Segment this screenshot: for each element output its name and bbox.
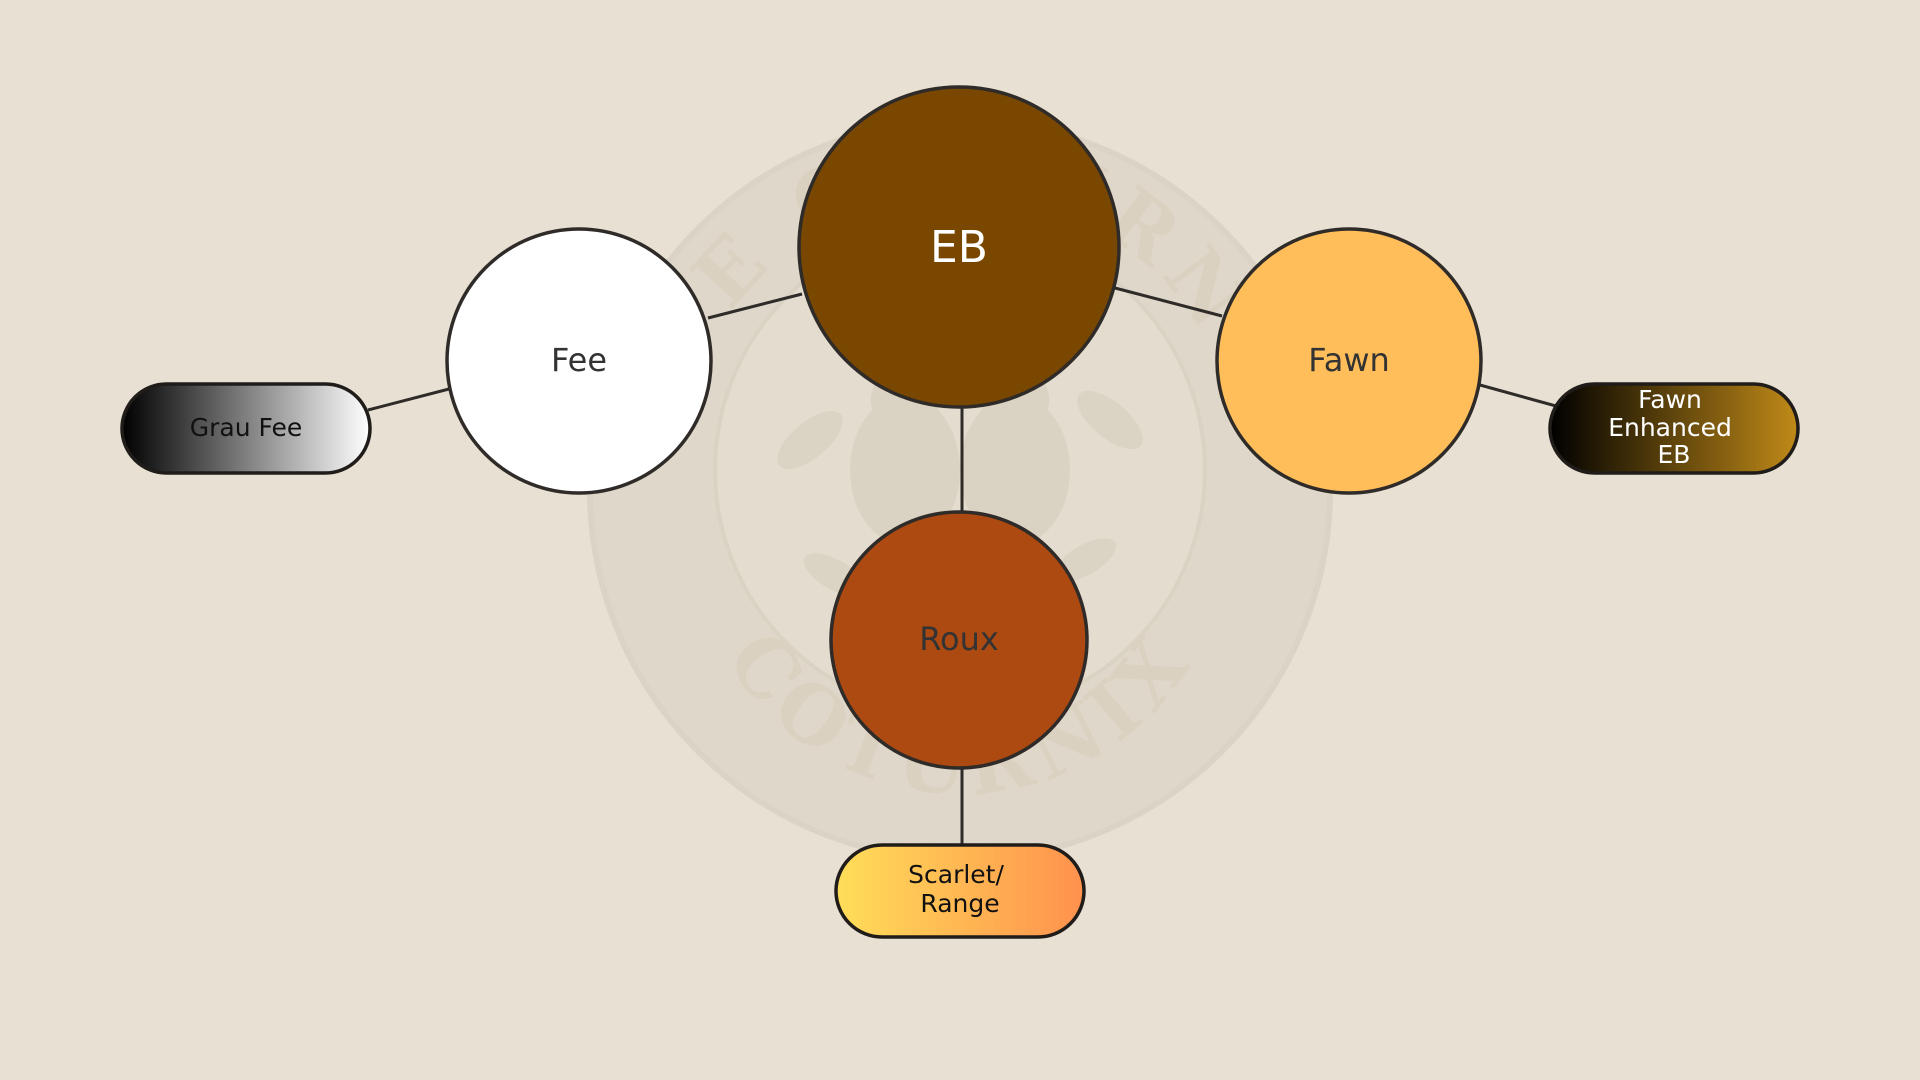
node-fee-label: Fee bbox=[551, 341, 607, 379]
pill-fawn-enhanced-eb: Fawn Enhanced EB bbox=[1550, 384, 1798, 473]
pill-grau-fee-line-1: Grau Fee bbox=[190, 413, 303, 442]
pill-grau-fee: Grau Fee bbox=[122, 384, 370, 473]
node-eb-label: EB bbox=[930, 222, 988, 273]
pill-fawn-enhanced-eb-line-1: Fawn bbox=[1638, 385, 1702, 414]
pill-fawn-enhanced-eb-line-2: Enhanced bbox=[1608, 413, 1732, 442]
node-roux: Roux bbox=[831, 512, 1087, 768]
node-eb: EB bbox=[799, 87, 1119, 407]
node-roux-label: Roux bbox=[919, 620, 999, 658]
pill-grau-fee-label: Grau Fee bbox=[190, 413, 303, 442]
node-fawn-label: Fawn bbox=[1308, 341, 1390, 379]
pill-scarlet-range-line-1: Scarlet/ bbox=[908, 860, 1004, 889]
pill-scarlet-range-label: Scarlet/ Range bbox=[908, 860, 1012, 918]
node-fee: Fee bbox=[447, 229, 711, 493]
pill-scarlet-range-line-2: Range bbox=[920, 889, 999, 918]
connector-fee-grau-fee bbox=[368, 389, 449, 410]
node-fawn: Fawn bbox=[1217, 229, 1481, 493]
connector-fawn-enhanced-eb bbox=[1480, 385, 1556, 406]
pill-fawn-enhanced-eb-line-3: EB bbox=[1658, 440, 1691, 469]
pill-scarlet-range: Scarlet/ Range bbox=[836, 845, 1084, 937]
